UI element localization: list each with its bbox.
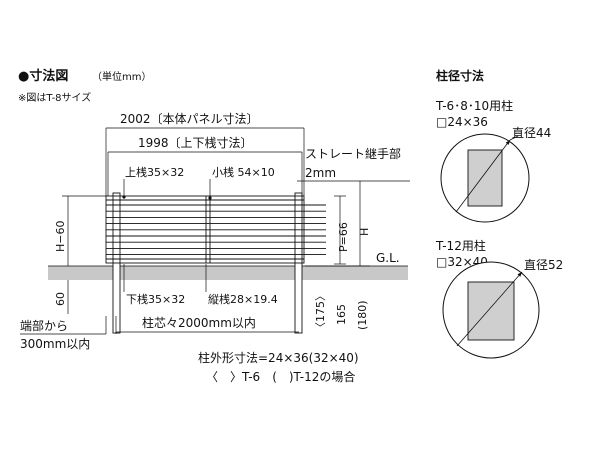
post-size-note: 柱外形寸法=24×36(32×40) (198, 350, 359, 365)
post-spacing-label: 柱芯々2000mm以内 (142, 315, 256, 330)
unit-label: （単位mm） (92, 70, 151, 83)
post-group1-size: □24×36 (436, 115, 488, 129)
drawing-title: ●寸法図 (18, 68, 68, 84)
post-section-1 (440, 133, 530, 223)
vertical-rail-label: 縦桟28×19.4 (208, 292, 278, 306)
pitch-label: P=66 (337, 222, 350, 252)
small-rail-label: 小桟 54×10 (212, 165, 275, 179)
case-note: 〈 〉T-6 ( )T-12の場合 (206, 369, 355, 384)
ground-level-label: G.L. (376, 251, 400, 265)
top-rail-label: 上桟35×32 (125, 165, 184, 179)
joint-gap-label: 2mm (305, 166, 336, 180)
post-section-2 (442, 261, 540, 359)
height-label: H (358, 228, 371, 236)
post-sizes-title: 柱径寸法 (436, 68, 484, 83)
post-group1-diameter: 直径44 (512, 126, 551, 140)
post-group2-label: T-12用柱 (435, 238, 486, 253)
ground-strip (48, 266, 408, 280)
post-group2-diameter: 直径52 (524, 258, 563, 272)
dim-180-label: (180) (356, 300, 369, 330)
bottom-rail-label: 下桟35×32 (126, 292, 185, 306)
straight-joint-label: ストレート継手部 (305, 146, 401, 161)
edge-note-line1: 端部から (20, 318, 68, 333)
height-minus-60-label: H−60 (54, 221, 67, 253)
dim-175-label: 〈175〉 (314, 290, 327, 333)
embed-depth-label: 60 (54, 292, 67, 306)
edge-note-line2: 300mm以内 (20, 337, 90, 351)
post-group1-label: T-6･8･10用柱 (435, 98, 513, 113)
size-note: ※図はT-8サイズ (18, 91, 91, 104)
rail-width-label: 1998〔上下桟寸法〕 (138, 136, 253, 150)
panel-width-label: 2002〔本体パネル寸法〕 (120, 112, 259, 126)
dim-165-label: 165 (335, 304, 348, 325)
fence-panel (105, 195, 326, 264)
